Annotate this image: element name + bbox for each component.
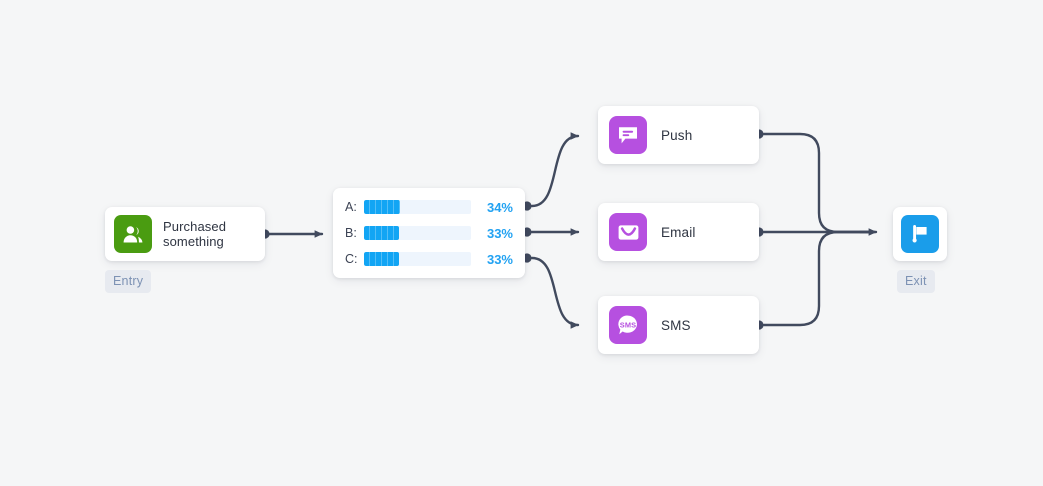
split-branch-row[interactable]: A: 34% [345, 194, 513, 220]
exit-badge: Exit [897, 270, 935, 293]
split-branch-fill [364, 252, 400, 266]
split-branch-key: A: [345, 200, 357, 214]
entry-label-line-1: Purchased [163, 219, 227, 234]
split-branch-percent: 34% [486, 199, 513, 215]
split-branch-fill [364, 200, 401, 214]
node-channel-sms[interactable]: SMS SMS [598, 296, 759, 354]
entry-label-line-2: something [163, 234, 224, 249]
sms-bubble-icon: SMS [609, 306, 647, 344]
svg-text:SMS: SMS [620, 321, 637, 330]
node-channel-email[interactable]: Email [598, 203, 759, 261]
split-branch-row[interactable]: B: 33% [345, 220, 513, 246]
users-icon [114, 215, 152, 253]
split-branch-percent: 33% [486, 225, 513, 241]
node-entry-purchased-something[interactable]: Purchased something [105, 207, 265, 261]
entry-node-label: Purchased something [163, 219, 226, 249]
envelope-icon [609, 213, 647, 251]
channel-label: Push [661, 127, 693, 143]
split-branch-percent: 33% [486, 251, 513, 267]
split-branch-track [364, 226, 471, 240]
push-message-icon [609, 116, 647, 154]
node-split-test[interactable]: A: 34% B: 33% C: 33% [333, 188, 525, 278]
split-branch-fill [364, 226, 400, 240]
channel-label: Email [661, 224, 696, 240]
channel-label: SMS [661, 317, 691, 333]
split-branch-track [364, 252, 471, 266]
entry-badge: Entry [105, 270, 152, 293]
split-branch-row[interactable]: C: 33% [345, 246, 513, 272]
node-exit[interactable] [893, 207, 947, 261]
flag-icon [901, 215, 939, 253]
split-branch-key: B: [345, 226, 357, 240]
node-channel-push[interactable]: Push [598, 106, 759, 164]
split-branch-track [364, 200, 471, 214]
split-branch-key: C: [345, 252, 358, 266]
